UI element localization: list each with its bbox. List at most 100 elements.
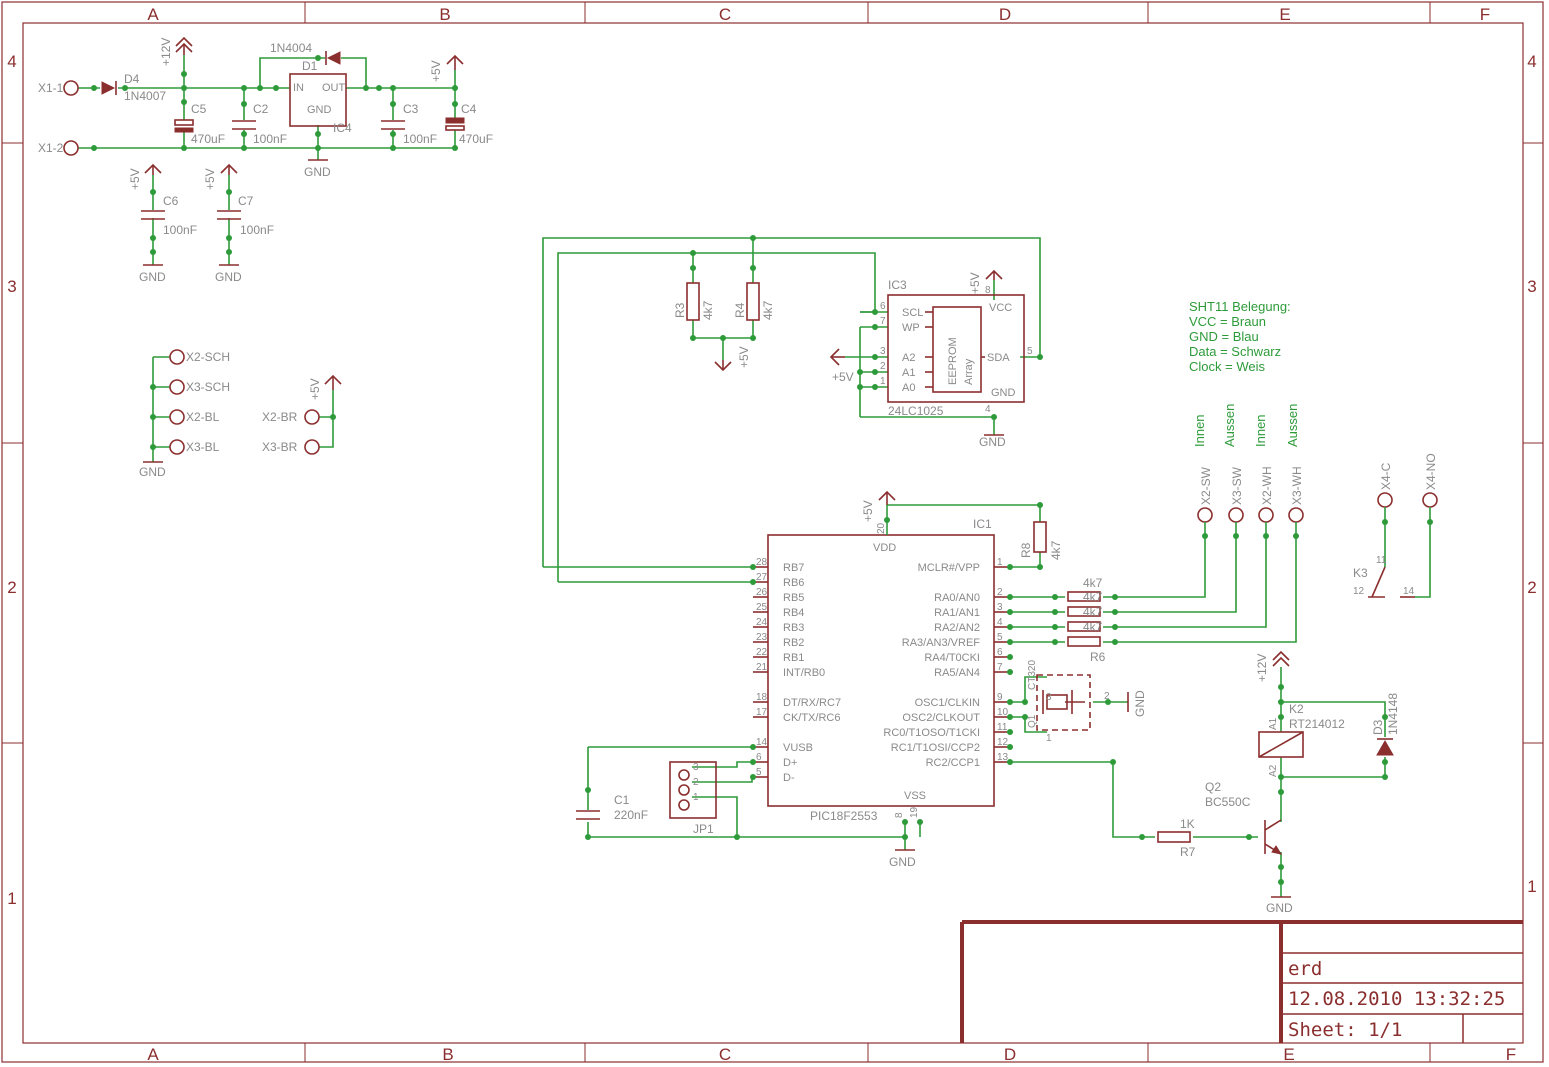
mcu-pin-label: D+ (783, 757, 797, 769)
r6-value: 4k7 (1083, 576, 1103, 590)
c7-value: 100nF (240, 223, 274, 237)
mcu-pin-number: 17 (756, 707, 768, 718)
ic3-array-line2: Array (963, 358, 975, 385)
p12v-label: +12V (1255, 654, 1269, 682)
k2-ref: K2 (1289, 702, 1304, 716)
mcu-pin-number: 23 (756, 632, 768, 643)
mcu-pin-label: RB5 (783, 592, 804, 604)
x3-br-label: X3-BR (262, 440, 298, 454)
capacitor-c3: C3 100nF (381, 102, 437, 146)
mcu-pin-number: 6 (997, 647, 1003, 658)
p5v-label: +5V (737, 346, 751, 368)
mcu-pin-label: OSC2/CLKOUT (902, 712, 980, 724)
r4-value: 4k7 (761, 300, 775, 320)
mcu-pin-label: RA1/AN1 (934, 607, 980, 619)
sensor-connectors-right: X2-SW X3-SW X2-WH X3-WH Innen Aussen Inn… (1192, 404, 1304, 536)
mcu-pin-number: 27 (756, 572, 768, 583)
x3-sch-label: X3-SCH (186, 380, 230, 394)
c1-value: 220nF (614, 808, 648, 822)
row-label: 3 (1527, 277, 1536, 296)
p5v-label: +5V (429, 60, 443, 82)
c6-ref: C6 (163, 194, 179, 208)
aussen-label: Aussen (1285, 404, 1300, 447)
c4-ref: C4 (461, 102, 477, 116)
ground-symbol: GND (304, 159, 331, 179)
svg-text:1: 1 (880, 376, 886, 387)
resistor-r8: R8 4k7 (1019, 521, 1063, 560)
d4-value: 1N4007 (124, 89, 166, 103)
p5v-label: +5V (203, 168, 217, 190)
mcu-pin-number: 5 (997, 632, 1003, 643)
mcu-pin-label: RB2 (783, 637, 804, 649)
ic3-body (887, 294, 1025, 403)
power-5v-symbol: +5V (429, 54, 464, 82)
row-label: 3 (7, 277, 16, 296)
svg-text:1: 1 (693, 792, 699, 803)
mcu-pin-label: RC2/CCP1 (926, 757, 980, 769)
x4-c-label: X4-C (1379, 462, 1393, 490)
mcu-pin-number: 10 (997, 707, 1009, 718)
ic1-vss: VSS (904, 790, 926, 802)
mcu-pin-number: 9 (997, 692, 1003, 703)
x1-2-label: X1-2 (38, 141, 64, 155)
c2-ref: C2 (253, 102, 269, 116)
gnd-label: GND (889, 855, 916, 869)
c5-ref: C5 (191, 102, 207, 116)
col-label: F (1506, 1045, 1516, 1064)
svg-text:2: 2 (1104, 691, 1110, 702)
ic1-vdd: VDD (873, 542, 896, 554)
c4-value: 470uF (459, 132, 493, 146)
aussen-label: Aussen (1222, 404, 1237, 447)
row-label: 4 (1527, 52, 1536, 71)
sht11-note: SHT11 Belegung: VCC = Braun GND = Blau D… (1189, 299, 1291, 374)
ic3-array-line1: EEPROM (947, 337, 959, 385)
ic3-a1: A1 (902, 367, 915, 379)
capacitor-c4: C4 470uF (445, 102, 493, 146)
row-label: 2 (7, 578, 16, 597)
mcu-pin-label: RA4/T0CKI (924, 652, 980, 664)
mcu-pin-label: OSC1/CLKIN (915, 697, 980, 709)
x3-wh-label: X3-WH (1290, 466, 1304, 505)
mcu-pin-number: 6 (756, 752, 762, 763)
c3-ref: C3 (403, 102, 419, 116)
svg-text:8: 8 (985, 285, 991, 296)
gnd-label: GND (304, 165, 331, 179)
c5-value: 470uF (191, 132, 225, 146)
capacitor-c7: +5V C7 100nF GND (203, 163, 274, 284)
ic1-body (767, 534, 995, 807)
p12v-label: +12V (159, 38, 173, 66)
power-supply: X1-1 X1-2 D4 1N4007 +12V C5 470uF C2 100… (38, 36, 493, 284)
mcu-pin-number: 11 (997, 722, 1008, 733)
ic3-wp: WP (902, 322, 920, 334)
col-label: D (999, 5, 1011, 24)
ic3-gnd: GND (991, 387, 1016, 399)
row-label: 1 (7, 889, 16, 908)
k2-value: RT214012 (1289, 717, 1345, 731)
row-label: 1 (1527, 877, 1536, 896)
col-label: E (1283, 1045, 1294, 1064)
mcu-pin-label: RB1 (783, 652, 804, 664)
d3-ref: D3 (1371, 719, 1385, 735)
ic3-ref: IC3 (888, 278, 907, 292)
svg-text:8: 8 (894, 812, 905, 818)
mcu-pin-number: 5 (756, 767, 762, 778)
gnd-label: GND (139, 270, 166, 284)
relay-driver: +12V K2 RT214012 A1 A2 D3 1N4148 1K R7 Q… (1157, 650, 1400, 915)
capacitor-c5: C5 470uF (174, 102, 225, 146)
k2-a1: A1 (1268, 717, 1279, 730)
gnd-label: GND (215, 270, 242, 284)
mcu-pin-label: RA3/AN3/VREF (902, 637, 981, 649)
col-label: F (1480, 5, 1490, 24)
svg-text:3: 3 (693, 762, 699, 773)
x1-1-label: X1-1 (38, 81, 64, 95)
col-label: E (1279, 5, 1290, 24)
ic1-part: PIC18F2553 (810, 809, 878, 823)
col-label: A (147, 1045, 159, 1064)
c2-value: 100nF (253, 132, 287, 146)
x3-sw-label: X3-SW (1230, 466, 1244, 505)
title-block: erd 12.08.2010 13:32:25 Sheet: 1/1 (960, 920, 1523, 1043)
mcu-pin-number: 12 (997, 737, 1009, 748)
q2-value: BC550C (1205, 795, 1251, 809)
title-sheet: Sheet: 1/1 (1288, 1019, 1402, 1041)
